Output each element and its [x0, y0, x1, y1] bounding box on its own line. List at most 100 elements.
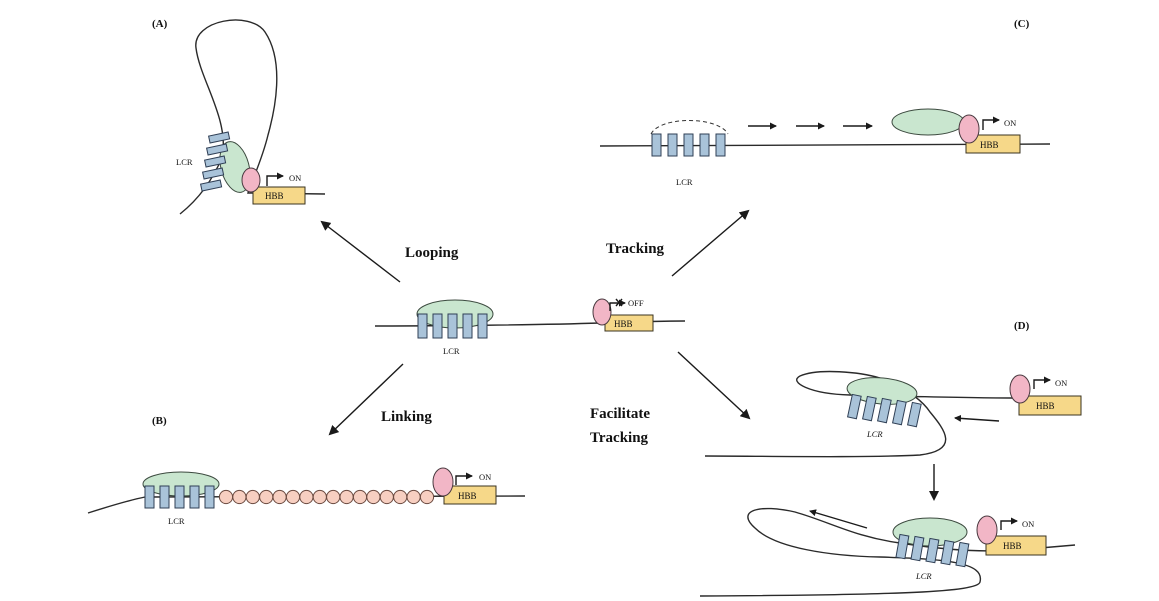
hs-site: [876, 397, 892, 424]
panel-c-dashed-lcr-outline: [650, 120, 729, 135]
linker-bead: [245, 489, 260, 505]
arrow-to-facilitated: [677, 351, 751, 420]
panel-d-top-hs-sites: [846, 393, 922, 428]
panel-b-promoter-arrow: [455, 472, 473, 485]
center-hs-sites: [417, 313, 488, 339]
panel-d-bottom-hbb-gene: [985, 535, 1047, 556]
panel-d-top-track-arrow: [954, 414, 1000, 422]
linker-bead: [218, 489, 234, 505]
panel-a-hbb-gene: [252, 186, 306, 205]
looping-label: Looping: [405, 245, 459, 261]
center-lcr-label: LCR: [443, 346, 460, 356]
panel-c-hbb-gene: [965, 134, 1021, 154]
hs-site: [683, 133, 694, 157]
linker-bead: [259, 489, 274, 505]
hs-site: [895, 533, 910, 560]
panel-a-promoter-arrow: [266, 172, 284, 186]
hs-site: [204, 485, 215, 509]
hs-site: [208, 131, 231, 144]
panel-c-lcr-complex: [891, 108, 965, 136]
panel-a-polymerase: [241, 167, 261, 193]
panel-a-lcr-label: LCR: [176, 157, 193, 167]
linker-bead: [339, 489, 354, 505]
arrow-to-linking: [328, 363, 404, 436]
hs-site: [651, 133, 662, 157]
hs-site: [159, 485, 170, 509]
linker-bead: [326, 489, 341, 505]
hs-site: [940, 539, 955, 566]
panel-d-facilitated-tracking: (D) LCR HBB ON LCR HBB: [699, 320, 1082, 597]
panel-d-top-hbb-gene: [1018, 395, 1082, 416]
panel-d-top-promoter-arrow: [1033, 376, 1051, 389]
panel-d-bottom-polymerase: [976, 515, 998, 545]
panel-d-bottom-hbb-label: HBB: [1003, 541, 1022, 551]
panel-d-bottom-promoter-arrow: [1000, 517, 1018, 530]
panel-b-lcr-label: LCR: [168, 516, 185, 526]
panel-d-bottom-track-arrow: [809, 509, 868, 529]
hs-site: [144, 485, 155, 509]
linker-bead: [272, 489, 287, 505]
panel-d-bottom-on-label: ON: [1022, 519, 1034, 529]
hs-site: [715, 133, 726, 157]
hs-site: [846, 393, 862, 420]
hs-site: [667, 133, 678, 157]
panel-d-bottom-hs-sites: [895, 533, 970, 568]
linker-bead: [352, 489, 368, 505]
panel-d-top-hbb-label: HBB: [1036, 401, 1055, 411]
arrow-to-tracking: [671, 209, 750, 277]
panel-d-label: (D): [1014, 320, 1030, 332]
hs-site: [891, 399, 907, 426]
panel-c-hs-sites: [651, 133, 726, 157]
panel-b-polymerase: [432, 467, 454, 497]
panel-d-bottom-lcr-label: LCR: [915, 571, 932, 581]
panel-d-top-on-label: ON: [1055, 378, 1067, 388]
hs-site: [462, 313, 473, 339]
hs-site: [174, 485, 185, 509]
panel-c-label: (C): [1014, 18, 1030, 30]
linker-bead: [312, 489, 327, 505]
panel-b-label: (B): [152, 415, 167, 427]
linker-bead: [232, 489, 247, 505]
hs-site: [202, 167, 225, 180]
panel-d-top-lcr-label: LCR: [866, 429, 883, 439]
panel-c-polymerase: [958, 114, 980, 144]
tracking-label: Tracking: [606, 241, 665, 257]
panel-b-linking: (B) LCR HBB ON: [87, 415, 526, 526]
hs-site: [204, 155, 227, 168]
center-construct: LCR HBB OFF: [374, 298, 686, 356]
center-off-label: OFF: [628, 298, 644, 308]
hs-site: [955, 541, 970, 568]
arrow-to-looping: [320, 220, 401, 283]
linking-label: Linking: [381, 409, 432, 425]
linker-bead: [285, 489, 301, 505]
hs-site: [861, 395, 877, 422]
hs-site: [925, 537, 940, 564]
panel-c-lcr-label: LCR: [676, 177, 693, 187]
linker-bead: [379, 489, 394, 505]
facilitate-label: Facilitate: [590, 406, 650, 422]
panel-c-on-label: ON: [1004, 118, 1016, 128]
linker-bead: [419, 489, 435, 505]
panel-b-linker-beads: [218, 489, 435, 505]
panel-a-looping: (A) LCR HBB ON: [152, 18, 326, 215]
linker-bead: [393, 489, 408, 505]
hs-site: [699, 133, 710, 157]
linker-bead: [406, 489, 421, 505]
panel-c-promoter-arrow: [982, 116, 1000, 130]
hs-site: [206, 143, 229, 156]
panel-a-hs-sites: [200, 131, 231, 192]
panel-d-top-polymerase: [1009, 374, 1031, 404]
hs-site: [189, 485, 200, 509]
panel-a-label: (A): [152, 18, 168, 30]
center-hbb-label: HBB: [614, 319, 633, 329]
linker-bead: [299, 489, 314, 505]
panel-b-hbb-label: HBB: [458, 491, 477, 501]
panel-b-on-label: ON: [479, 472, 491, 482]
hs-site: [906, 401, 922, 428]
linker-bead: [366, 489, 381, 505]
hs-site: [200, 179, 223, 192]
panel-a-hbb-label: HBB: [265, 191, 284, 201]
panel-b-hs-sites: [144, 485, 215, 509]
hs-site: [417, 313, 428, 339]
